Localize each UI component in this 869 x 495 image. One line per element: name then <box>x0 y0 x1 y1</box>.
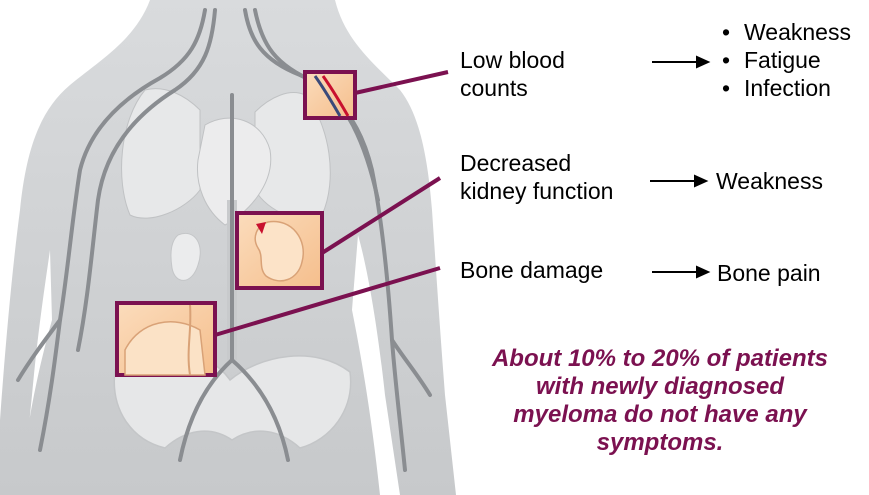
cause-line: counts <box>460 74 565 102</box>
callout-bone-box <box>117 303 215 375</box>
effect-bone-pain: Bone pain <box>717 259 821 287</box>
note-line: About 10% to 20% of patients <box>470 345 850 373</box>
effect-item: Fatigue <box>722 46 851 74</box>
note-line: with newly diagnosed <box>470 373 850 401</box>
asymptomatic-note: About 10% to 20% of patients with newly … <box>470 345 850 457</box>
arrow-2 <box>650 176 706 186</box>
arrow-1 <box>652 57 708 67</box>
cause-decreased-kidney-function: Decreased kidney function <box>460 149 613 205</box>
effect-item: Infection <box>722 74 851 102</box>
effects-list: Weakness Fatigue Infection <box>722 18 851 102</box>
note-line: myeloma do not have any <box>470 401 850 429</box>
cause-bone-damage: Bone damage <box>460 256 603 284</box>
cause-low-blood-counts: Low blood counts <box>460 46 565 102</box>
callout-kidney-box <box>237 213 322 288</box>
cause-line: Low blood <box>460 46 565 74</box>
effect-weakness: Weakness <box>716 167 823 195</box>
arrow-3 <box>652 267 708 277</box>
cause-line: Decreased <box>460 149 613 177</box>
effect-item: Weakness <box>722 18 851 46</box>
note-line: symptoms. <box>470 429 850 457</box>
arrows <box>650 57 708 277</box>
callout-blood-box <box>305 72 355 118</box>
cause-line: kidney function <box>460 177 613 205</box>
